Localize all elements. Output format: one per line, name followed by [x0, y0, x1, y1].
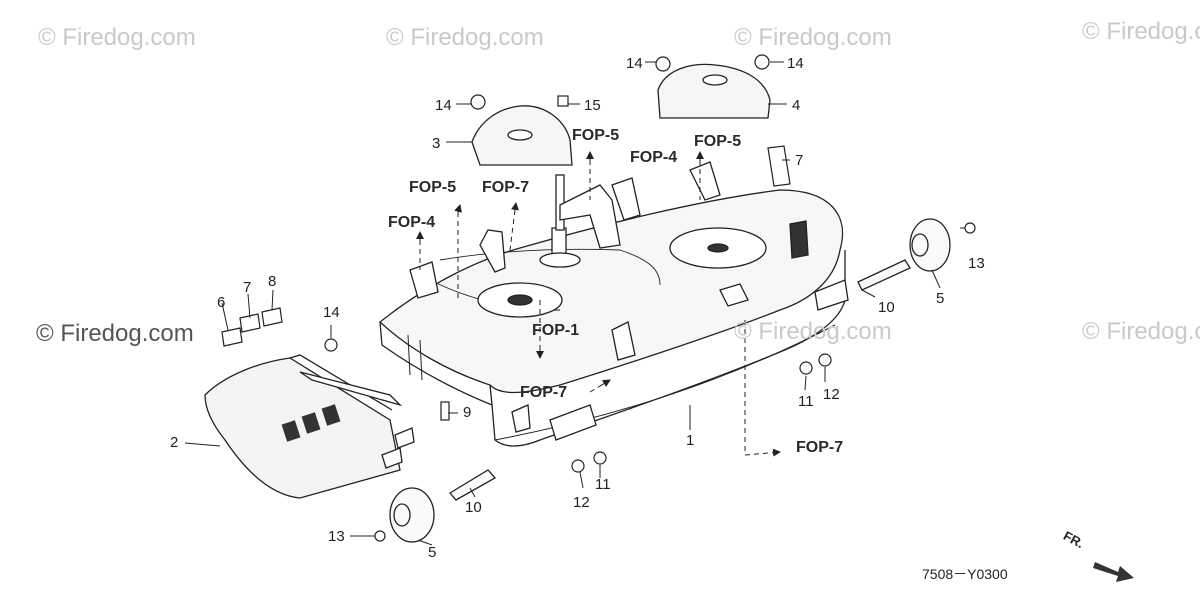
- part-label-3: 3: [432, 135, 441, 152]
- part-label-15: 15: [584, 97, 601, 114]
- watermark-3: © Firedog.com: [734, 24, 892, 51]
- front-direction-arrow-icon: [1093, 562, 1134, 582]
- pulley-cover-left: [471, 105, 573, 166]
- ref-label-fop4: FOP-4: [388, 214, 436, 231]
- pulley-cover-right: [657, 63, 771, 119]
- watermark-1: © Firedog.com: [38, 24, 196, 51]
- part-label-4: 4: [792, 97, 801, 114]
- part-label-7: 7: [795, 152, 804, 169]
- ref-label-fop7: FOP-7: [796, 439, 844, 456]
- part-label-13: 13: [328, 528, 345, 545]
- part-label-11: 11: [798, 393, 814, 410]
- part-label-8: 8: [268, 273, 277, 290]
- watermark-6: © Firedog.com: [734, 318, 892, 345]
- part-label-1: 1: [686, 432, 695, 449]
- ref-label-fop7: FOP-7: [482, 179, 530, 196]
- part-label-7: 7: [243, 279, 252, 296]
- hardware-fasteners: [324, 54, 976, 542]
- part-label-12: 12: [573, 494, 590, 511]
- part-label-11: 11: [595, 476, 611, 493]
- ref-label-fop5: FOP-5: [409, 179, 457, 196]
- part-label-10: 10: [465, 499, 482, 516]
- diagram-code: 7508－Y0300: [922, 566, 1008, 582]
- part-label-14: 14: [435, 97, 452, 114]
- watermark-5: © Firedog.com: [36, 320, 194, 347]
- watermark-7: © Firedog.com: [1082, 318, 1200, 345]
- ref-label-fop1: FOP-1: [532, 322, 580, 339]
- part-label-9: 9: [463, 404, 472, 421]
- part-label-5: 5: [428, 544, 437, 561]
- part-label-13: 13: [968, 255, 985, 272]
- gauge-wheels: [389, 218, 951, 543]
- watermark-2: © Firedog.com: [386, 24, 544, 51]
- part-label-14: 14: [626, 55, 643, 72]
- part-label-2: 2: [170, 434, 179, 451]
- part-label-6: 6: [217, 294, 226, 311]
- part-label-14: 14: [323, 304, 340, 321]
- part-label-10: 10: [878, 299, 895, 316]
- decal-labels: [221, 145, 791, 347]
- mower-deck-housing: [379, 161, 849, 447]
- part-label-14: 14: [787, 55, 804, 72]
- ref-label-fop4: FOP-4: [630, 149, 678, 166]
- part-label-5: 5: [936, 290, 945, 307]
- ref-label-fop5: FOP-5: [694, 133, 742, 150]
- watermark-4: © Firedog.com: [1082, 18, 1200, 45]
- ref-label-fop5: FOP-5: [572, 127, 620, 144]
- ref-label-fop7: FOP-7: [520, 384, 568, 401]
- discharge-chute: [204, 354, 415, 499]
- leader-lines: [184, 61, 965, 546]
- part-label-12: 12: [823, 386, 840, 403]
